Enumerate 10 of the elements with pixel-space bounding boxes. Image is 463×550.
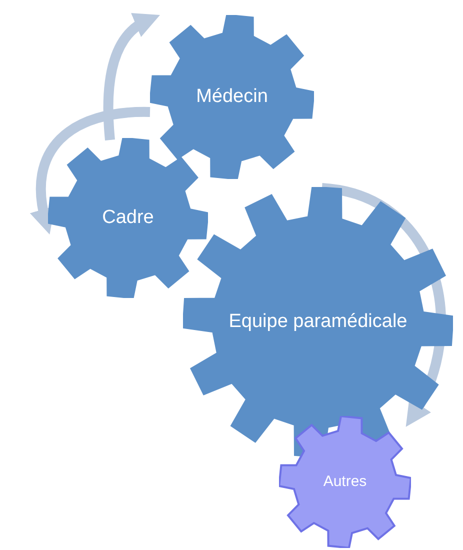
gear bbox=[279, 416, 411, 548]
gear bbox=[183, 187, 453, 457]
curved-arrow bbox=[30, 107, 150, 235]
gear bbox=[48, 138, 208, 298]
gear-label: Equipe paramédicale bbox=[228, 310, 408, 334]
gear-label: Autres bbox=[323, 472, 367, 492]
gear-label: Médecin bbox=[196, 85, 268, 109]
gear-label: Cadre bbox=[102, 206, 154, 230]
gear bbox=[150, 15, 314, 179]
curved-arrow bbox=[103, 14, 160, 140]
